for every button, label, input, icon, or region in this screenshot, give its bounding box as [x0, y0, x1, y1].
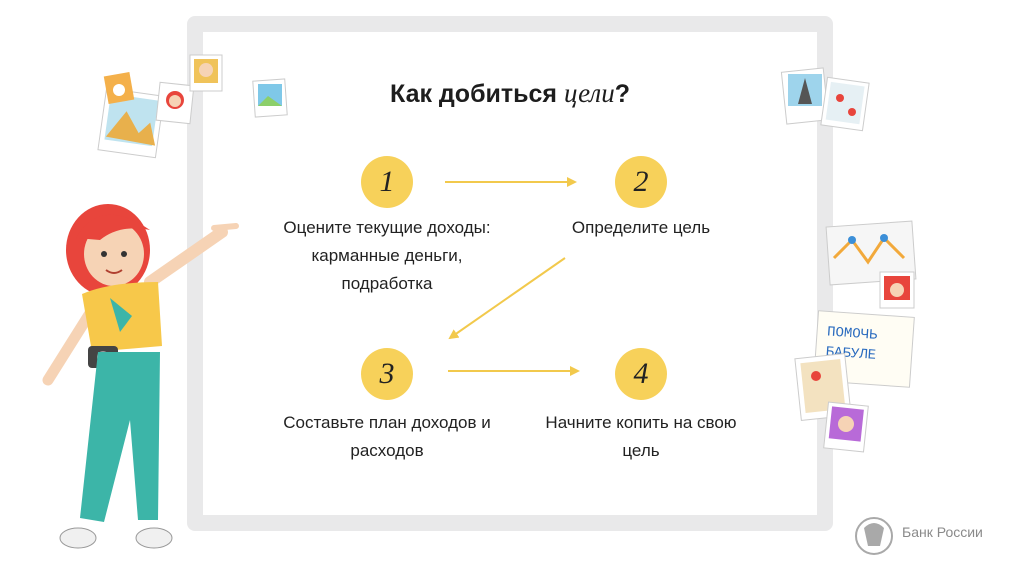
photo-graph-icon	[825, 220, 917, 286]
step-2-number: 2	[615, 156, 667, 208]
bank-emblem-icon	[855, 517, 893, 555]
photo-girl-right-icon	[879, 271, 915, 309]
page-title: Как добиться цели?	[203, 78, 817, 109]
photo-girl-bottom-icon	[823, 401, 869, 453]
bank-logo-text: Банк России	[902, 524, 983, 540]
photo-paris-icon	[780, 67, 830, 125]
title-end: ?	[614, 80, 630, 108]
girl-character-icon	[42, 204, 239, 549]
step-3-number: 3	[361, 348, 413, 400]
arrow-2-to-3	[448, 257, 566, 340]
photo-tag-icon	[103, 71, 135, 105]
step-1-number: 1	[361, 156, 413, 208]
step-4-text: Начните копить на свою цель	[545, 413, 737, 460]
photo-map-icon	[820, 76, 870, 132]
photo-girl-top-icon	[189, 54, 223, 92]
photo-landscape-icon	[97, 87, 165, 159]
step-3-text: Составьте план доходов и расходов	[283, 413, 491, 460]
slide-board	[203, 32, 817, 515]
step-4-number: 4	[615, 348, 667, 400]
title-accent: цели	[563, 78, 615, 108]
photo-girl-small-icon	[155, 81, 195, 125]
bank-logo: Банк России	[896, 524, 983, 540]
photo-sky-icon	[252, 78, 288, 118]
svg-text:ПОМОЧЬ: ПОМОЧЬ	[827, 324, 879, 344]
step-1-text: Оцените текущие доходы: карманные деньги…	[283, 218, 491, 293]
step-2-text: Определите цель	[571, 218, 711, 237]
title-main: Как добиться	[390, 80, 564, 108]
